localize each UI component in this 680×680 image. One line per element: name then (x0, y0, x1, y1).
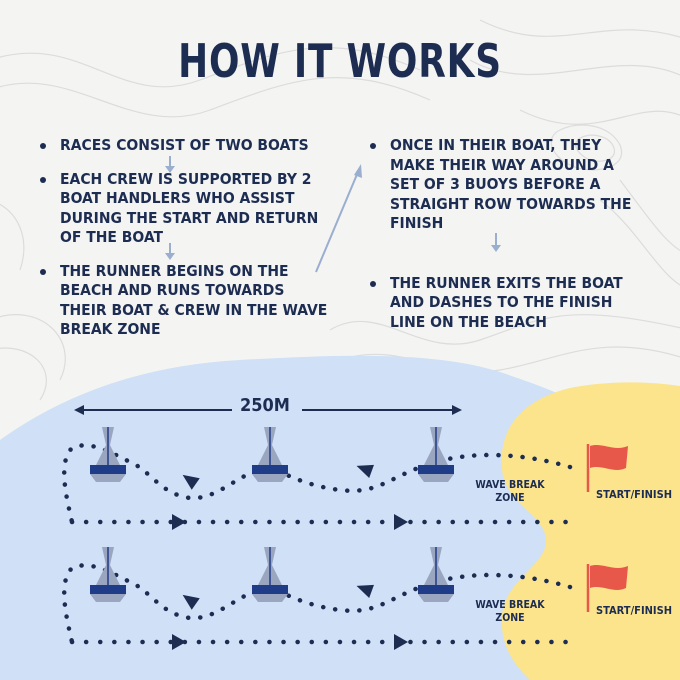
arrow-icon (182, 474, 200, 490)
wave-break-zone-label: WAVE BREAK ZONE (475, 599, 545, 624)
steps-left: Races consist of two boats Each crew is … (40, 136, 327, 354)
step-item: Once in their boat, they make their way … (370, 136, 640, 234)
buoy-icon (418, 427, 454, 482)
arrow-right-icon (394, 514, 408, 530)
steps-right: Once in their boat, they make their way … (370, 136, 640, 346)
arrow-icon (356, 584, 374, 598)
race-lane (61, 427, 628, 530)
flag-icon (586, 444, 628, 492)
arrow-icon (182, 594, 200, 610)
course-path (61, 443, 573, 525)
step-item: Each crew is supported by 2 boat handler… (40, 170, 330, 248)
buoy-icon (252, 547, 288, 602)
step-item: The runner begins on the beach and runs … (40, 262, 330, 340)
down-arrow-icon (165, 156, 175, 173)
start-finish-label: START/FINISH (596, 604, 672, 617)
diagonal-arrow-icon (315, 164, 362, 273)
topographic-lines (0, 19, 680, 401)
arrow-icon (356, 464, 374, 478)
race-lane (61, 547, 628, 650)
beach-sand (501, 382, 680, 680)
water-area (0, 355, 640, 680)
buoy-icon (252, 427, 288, 482)
down-arrow-icon (491, 233, 501, 252)
wave-break-zone-label: WAVE BREAK ZONE (475, 479, 545, 504)
distance-label: 250M (240, 395, 290, 416)
buoy-icon (90, 427, 126, 482)
step-item: Races consist of two boats (40, 136, 320, 156)
step-arrows (165, 156, 501, 273)
arrow-right-icon (172, 634, 186, 650)
arrow-right-icon (394, 634, 408, 650)
course-path (61, 563, 573, 645)
arrow-right-icon (172, 514, 186, 530)
page-title: HOW IT WORKS (178, 34, 502, 88)
distance-marker (74, 405, 462, 415)
buoy-icon (418, 547, 454, 602)
step-item: The runner exits the boat and dashes to … (370, 274, 640, 333)
start-finish-label: START/FINISH (596, 488, 672, 501)
flag-icon (586, 564, 628, 612)
buoy-icon (90, 547, 126, 602)
down-arrow-icon (165, 243, 175, 260)
